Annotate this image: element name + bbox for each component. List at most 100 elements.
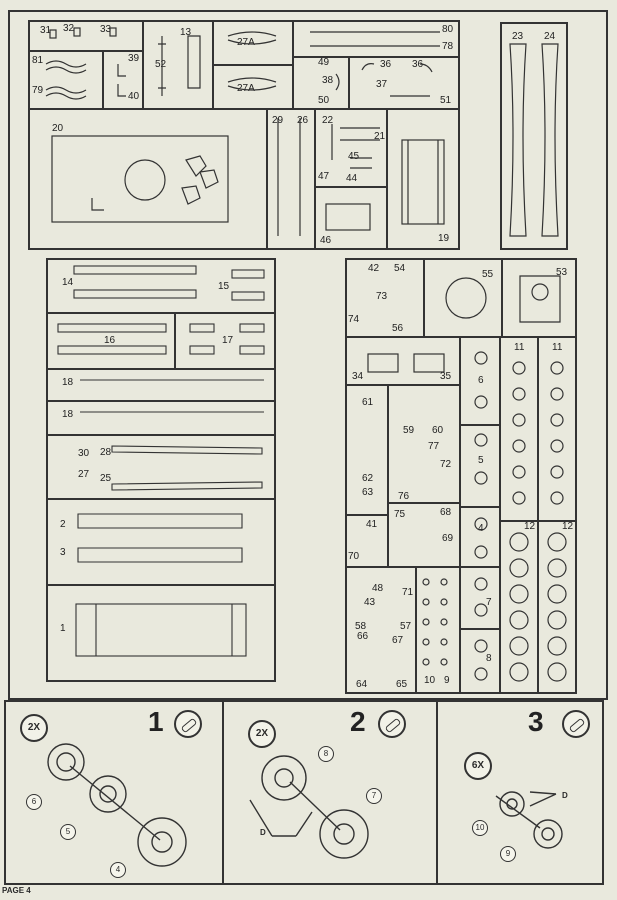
part-number: 49 — [318, 57, 330, 68]
part-number: 16 — [104, 335, 116, 346]
sprue-cell — [46, 584, 276, 682]
part-number: 62 — [362, 473, 374, 484]
part-number: 54 — [394, 263, 406, 274]
part-number: 75 — [394, 509, 406, 520]
part-callout: 9 — [500, 846, 516, 862]
part-number: 18 — [62, 377, 74, 388]
part-number: 12 — [524, 521, 536, 532]
part-number: 26 — [297, 115, 309, 126]
part-number: 65 — [396, 679, 408, 690]
decal-flag: D — [562, 791, 568, 800]
part-number: 11 — [552, 342, 563, 353]
track-and-suspension-parts — [57, 265, 265, 657]
part-number: 44 — [346, 173, 358, 184]
part-number: 69 — [442, 533, 454, 544]
part-number: 72 — [440, 459, 452, 470]
part-number: 13 — [180, 27, 192, 38]
part-number: 17 — [222, 335, 234, 346]
part-number: 22 — [322, 115, 334, 126]
part-number: 34 — [352, 371, 364, 382]
part-number: 10 — [424, 675, 436, 686]
part-number: 50 — [318, 95, 330, 106]
sprue-cell — [537, 520, 577, 694]
part-number: 79 — [32, 85, 44, 96]
part-number: 80 — [442, 24, 454, 35]
part-number: 52 — [155, 59, 167, 70]
part-callout: 10 — [472, 820, 488, 836]
quantity-badge: 6X — [464, 752, 492, 780]
part-number: 57 — [400, 621, 412, 632]
part-number: 25 — [100, 473, 112, 484]
part-number: 81 — [32, 55, 44, 66]
part-number: 7 — [486, 597, 492, 608]
part-number: 56 — [392, 323, 404, 334]
part-callout: 7 — [366, 788, 382, 804]
page-number: PAGE 4 — [2, 886, 31, 895]
part-number: 23 — [512, 31, 524, 42]
part-number: 51 — [440, 95, 452, 106]
sheet-border — [8, 10, 608, 700]
part-number: 35 — [440, 371, 452, 382]
part-number: 6 — [478, 375, 484, 386]
part-number: 67 — [392, 635, 404, 646]
part-number: 14 — [62, 277, 74, 288]
part-number: 1 — [60, 623, 66, 634]
part-number: 63 — [362, 487, 374, 498]
part-number: 46 — [320, 235, 332, 246]
part-number: 55 — [482, 269, 494, 280]
part-number: 28 — [100, 447, 112, 458]
wheel-parts — [367, 275, 567, 682]
step-number: 2 — [350, 706, 366, 737]
quantity-badge: 2X — [20, 714, 48, 742]
sprue-cell — [459, 628, 501, 694]
part-callout: 5 — [60, 824, 76, 840]
step-number: 1 — [148, 706, 164, 737]
part-number: 36 — [412, 59, 424, 70]
quantity-badge: 2X — [248, 720, 276, 748]
part-number: 61 — [362, 397, 374, 408]
part-number: 60 — [432, 425, 444, 436]
part-number: 70 — [348, 551, 360, 562]
part-number: 24 — [544, 31, 556, 42]
part-number: 66 — [357, 631, 369, 642]
sprue-right-tall — [500, 22, 568, 250]
part-number: 32 — [63, 23, 75, 34]
part-number: 68 — [440, 507, 452, 518]
part-number: 59 — [403, 425, 415, 436]
part-number: 4 — [478, 523, 484, 534]
part-number: 37 — [376, 79, 388, 90]
part-number: 27A — [237, 37, 255, 48]
part-number: 41 — [366, 519, 378, 530]
part-number: 15 — [218, 281, 230, 292]
step-3-panel — [436, 700, 604, 885]
part-number: 64 — [356, 679, 368, 690]
part-number: 3 — [60, 547, 66, 558]
part-number: 5 — [478, 455, 484, 466]
part-callout: 6 — [26, 794, 42, 810]
part-number: 2 — [60, 519, 66, 530]
part-number: 73 — [376, 291, 388, 302]
right-tall-parts — [509, 43, 559, 237]
part-callout: 4 — [110, 862, 126, 878]
part-number: 36 — [380, 59, 392, 70]
sprue-cell — [386, 108, 460, 250]
part-number: 40 — [128, 91, 140, 102]
part-number: 20 — [52, 123, 64, 134]
part-number: 78 — [442, 41, 454, 52]
assembly-drawings — [47, 743, 563, 867]
part-number: 76 — [398, 491, 410, 502]
part-number: 74 — [348, 314, 360, 325]
part-number: 48 — [372, 583, 384, 594]
part-number: 38 — [322, 75, 334, 86]
part-number: 45 — [348, 151, 360, 162]
part-number: 27A — [237, 83, 255, 94]
part-number: 31 — [40, 25, 52, 36]
part-number: 77 — [428, 441, 440, 452]
part-number: 58 — [355, 621, 367, 632]
upper-left-parts — [45, 27, 445, 236]
glue-icon — [174, 710, 202, 738]
step-number: 3 — [528, 706, 544, 737]
part-number: 8 — [486, 653, 492, 664]
